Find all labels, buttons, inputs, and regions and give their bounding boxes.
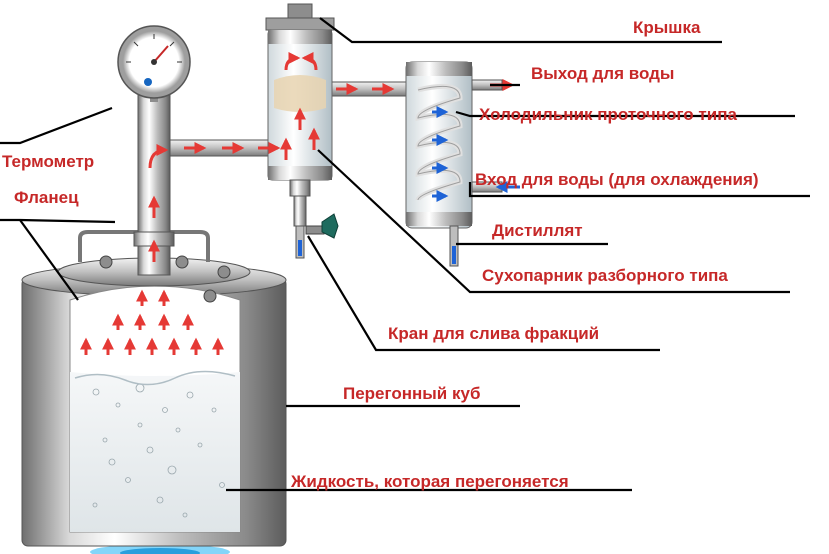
label-liquid: Жидкость, которая перегоняется [291,472,569,491]
vapor-flow-arrows [80,52,515,355]
still-pot [21,263,287,547]
label-water-in: Вход для воды (для охлаждения) [475,170,759,189]
leader-lines [0,17,810,492]
label-lid: Крышка [633,18,701,37]
coolant-flow-arrows [432,106,520,202]
label-water-out: Выход для воды [531,64,675,83]
label-flange: Фланец [14,188,79,207]
label-steamer: Сухопарник разборного типа [482,266,728,285]
steamer-vessel [265,3,335,259]
label-condenser: Холодильник проточного типа [479,105,737,124]
label-drain-tap: Кран для слива фракций [388,324,600,343]
label-still: Перегонный куб [343,384,481,403]
label-thermometer: Термометр [2,152,95,171]
label-distillate: Дистиллят [492,221,583,240]
thermometer-gauge [117,25,191,102]
drain-tap [305,213,339,239]
burner-flame [90,544,230,554]
condenser-vessel [405,61,503,267]
